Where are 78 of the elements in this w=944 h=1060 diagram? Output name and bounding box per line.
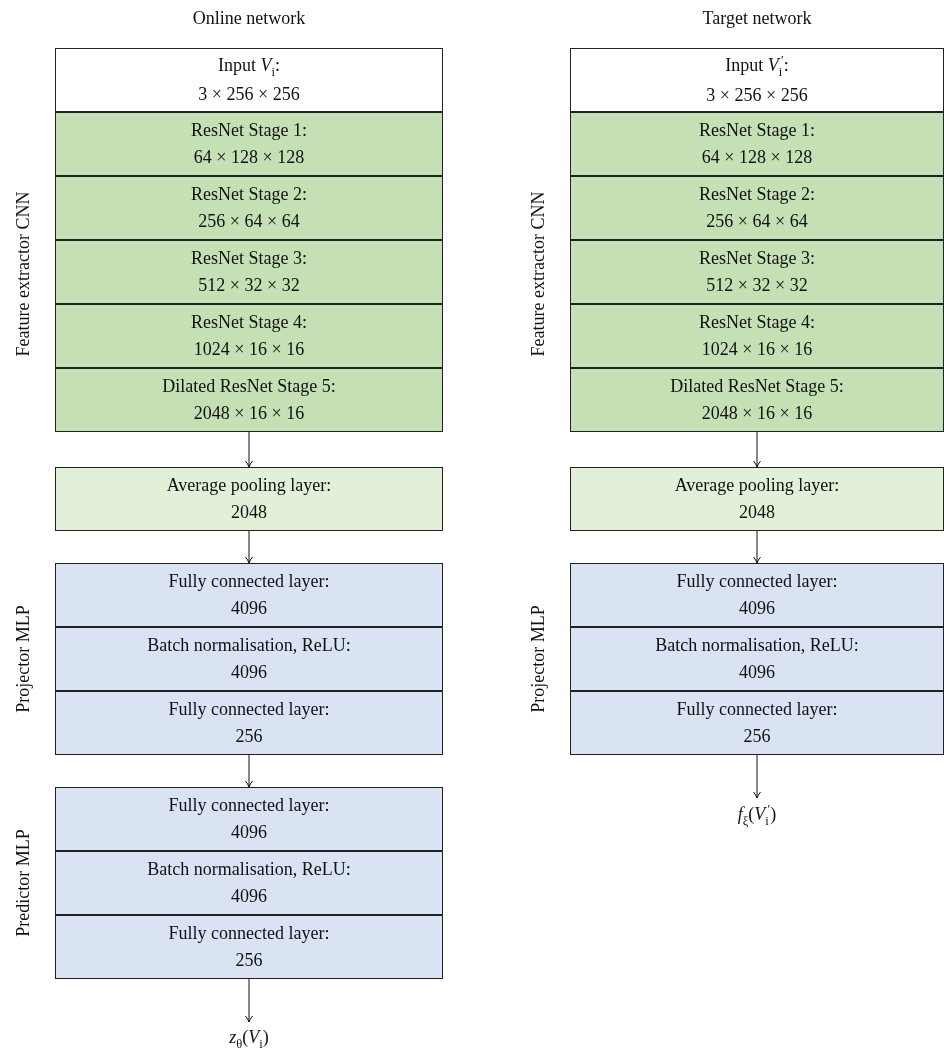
layer-name: ResNet Stage 3: <box>191 247 307 270</box>
layer-size: 3 × 256 × 256 <box>198 83 300 107</box>
layer-size: 256 <box>235 949 263 972</box>
section-label: Feature extractor CNN <box>529 191 547 357</box>
layer-size: 4096 <box>739 597 775 620</box>
column-title: Target network <box>702 9 812 27</box>
layer-size: 4096 <box>231 597 267 620</box>
layer-name: Fully connected layer: <box>168 794 330 817</box>
layer-box <box>55 368 443 432</box>
layer-name: Fully connected layer: <box>168 922 330 945</box>
layer-name: Average pooling layer: <box>674 474 840 497</box>
layer-size: 512 × 32 × 32 <box>706 274 808 297</box>
layer-box <box>570 627 944 691</box>
layer-name: ResNet Stage 2: <box>699 183 815 206</box>
layer-size: 2048 <box>739 501 775 524</box>
layer-box <box>570 112 944 176</box>
layer-box <box>55 304 443 368</box>
layer-size: 4096 <box>231 885 267 908</box>
section-label: Projector MLP <box>529 605 547 713</box>
layer-name: ResNet Stage 3: <box>699 247 815 270</box>
layer-size: 1024 × 16 × 16 <box>193 338 305 361</box>
output-label: f$_{ξ}$(V$_{i}$$^{′}$) <box>737 800 777 830</box>
layer-size: 512 × 32 × 32 <box>198 274 300 297</box>
layer-box <box>55 627 443 691</box>
layer-box <box>570 304 944 368</box>
layer-box <box>55 240 443 304</box>
layer-box <box>55 112 443 176</box>
layer-size: 256 × 64 × 64 <box>706 210 808 233</box>
layer-size: 4096 <box>231 821 267 844</box>
column-title: Online network <box>192 9 306 27</box>
layer-box <box>570 368 944 432</box>
layer-box <box>55 691 443 755</box>
layer-name: Fully connected layer: <box>168 570 330 593</box>
layer-name: Input V$_{i}$: <box>218 53 280 81</box>
layer-name: Fully connected layer: <box>168 698 330 721</box>
layer-size: 64 × 128 × 128 <box>701 146 813 169</box>
section-label: Projector MLP <box>14 605 32 713</box>
layer-size: 256 <box>235 725 263 748</box>
layer-size: 3 × 256 × 256 <box>706 83 808 107</box>
section-label: Feature extractor CNN <box>14 191 32 357</box>
layer-box <box>55 176 443 240</box>
layer-box <box>570 691 944 755</box>
layer-name: Dilated ResNet Stage 5: <box>670 375 844 398</box>
layer-size: 2048 <box>231 501 267 524</box>
layer-box <box>55 851 443 915</box>
layer-size: 1024 × 16 × 16 <box>701 338 813 361</box>
layer-size: 4096 <box>231 661 267 684</box>
layer-box <box>570 563 944 627</box>
layer-name: ResNet Stage 4: <box>191 311 307 334</box>
layer-name: Batch normalisation, ReLU: <box>147 634 351 657</box>
layer-box <box>570 176 944 240</box>
layer-name: ResNet Stage 1: <box>699 119 815 142</box>
layer-name: ResNet Stage 4: <box>699 311 815 334</box>
layer-size: 4096 <box>739 661 775 684</box>
layer-name: ResNet Stage 1: <box>191 119 307 142</box>
layer-size: 256 × 64 × 64 <box>198 210 300 233</box>
section-label: Predictor MLP <box>14 829 32 937</box>
layer-size: 256 <box>743 725 771 748</box>
layer-box <box>55 48 443 112</box>
layer-name: Batch normalisation, ReLU: <box>655 634 859 657</box>
layer-size: 2048 × 16 × 16 <box>701 402 813 425</box>
layer-box <box>55 787 443 851</box>
layer-size: 64 × 128 × 128 <box>193 146 305 169</box>
layer-box <box>570 467 944 531</box>
layer-box <box>570 48 944 112</box>
layer-name: Fully connected layer: <box>676 570 838 593</box>
layer-name: ResNet Stage 2: <box>191 183 307 206</box>
layer-box <box>55 563 443 627</box>
layer-name: Fully connected layer: <box>676 698 838 721</box>
layer-box <box>570 240 944 304</box>
layer-name: Average pooling layer: <box>166 474 332 497</box>
layer-box <box>55 467 443 531</box>
layer-box <box>55 915 443 979</box>
layer-name: Batch normalisation, ReLU: <box>147 858 351 881</box>
output-label: z$_{θ}$(V$_{i}$) <box>229 1026 269 1053</box>
layer-size: 2048 × 16 × 16 <box>193 402 305 425</box>
layer-name: Dilated ResNet Stage 5: <box>162 375 336 398</box>
layer-name: Input V$_{i}$$^{′}$: <box>725 52 789 81</box>
